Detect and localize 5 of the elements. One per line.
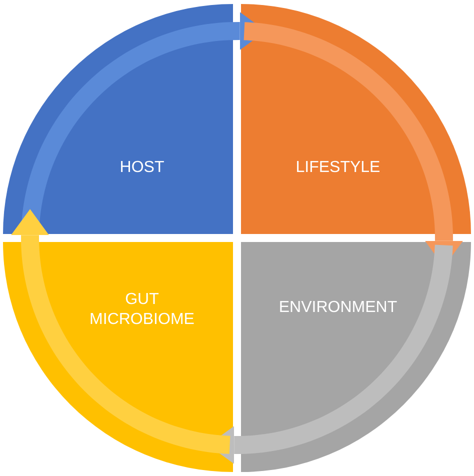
- quadrant-label: ENVIRONMENT: [278, 298, 398, 318]
- quadrant-label: GUT MICROBIOME: [88, 290, 196, 330]
- quadrant-label: LIFESTYLE: [294, 158, 382, 178]
- quadrant-label: HOST: [118, 158, 166, 178]
- curved-arrow: [11, 209, 230, 454]
